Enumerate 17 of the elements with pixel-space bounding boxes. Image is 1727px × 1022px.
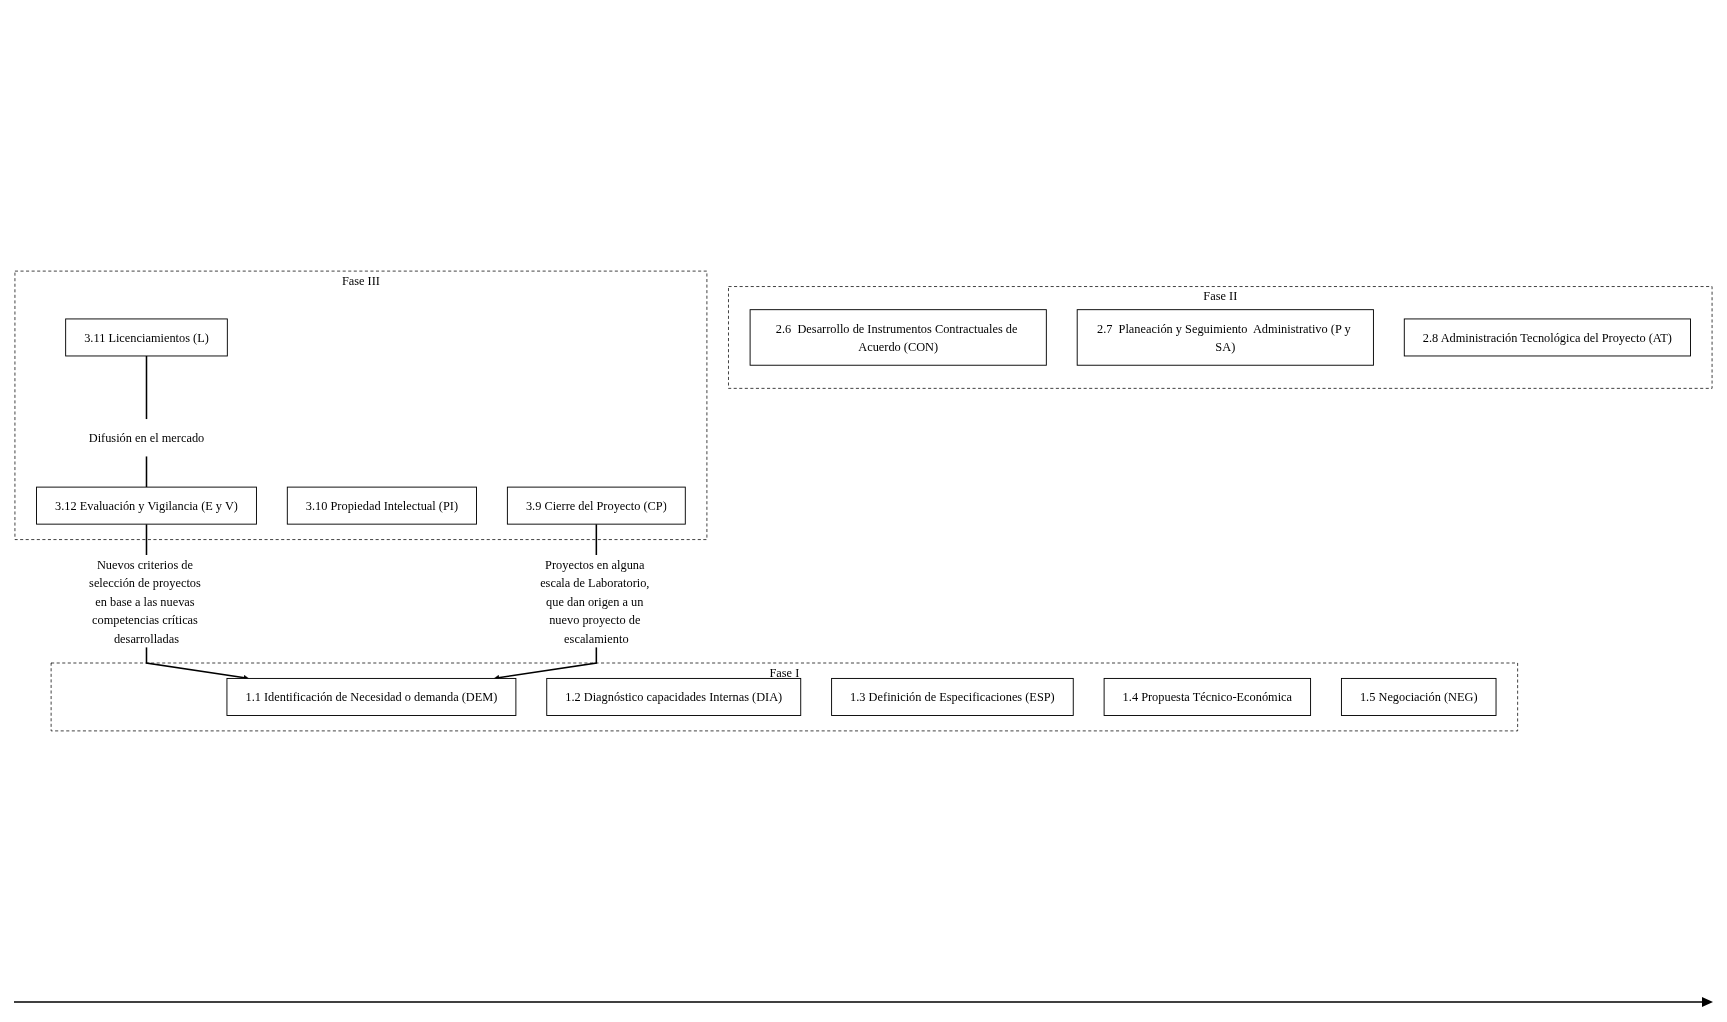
node-box: 2.8 Administración Tecnológica del Proyecto (AT) <box>1403 318 1691 357</box>
connector <box>145 355 148 420</box>
node-box: 3.10 Propiedad Intelectual (PI) <box>286 486 477 525</box>
edge-label: Proyectos en alguna escala de Laboratorio, que dan origen a un nuevo proyecto de escalamiento <box>540 557 650 646</box>
node-box: 1.5 Negociación (NEG) <box>1340 677 1497 716</box>
node-box: 1.3 Definición de Especificaciones (ESP) <box>831 677 1074 716</box>
node-box: 2.7 Planeación y Seguimiento Administrativo (P y SA) <box>1076 309 1374 366</box>
node-box: 2.6 Desarrollo de Instrumentos Contractuales de Acuerdo (CON) <box>749 309 1047 366</box>
node-box: 3.12 Evaluación y Vigilancia (E y V) <box>36 486 257 525</box>
connector <box>145 455 148 488</box>
node-text: Difusión en el mercado <box>88 430 205 445</box>
node-box: 1.1 Identificación de Necesidad o demanda (DEM) <box>226 677 517 716</box>
node-box: 3.9 Cierre del Proyecto (CP) <box>506 486 686 525</box>
edge-label: Nuevos criterios de selección de proyectos en base a las nuevas competencias críticas desarrolladas <box>89 557 201 646</box>
node-box: 1.4 Propuesta Técnico-Económica <box>1103 677 1312 716</box>
node-box: 1.2 Diagnóstico capacidades Internas (DIA) <box>546 677 802 716</box>
node-box: 3.11 Licenciamientos (L) <box>65 318 228 357</box>
